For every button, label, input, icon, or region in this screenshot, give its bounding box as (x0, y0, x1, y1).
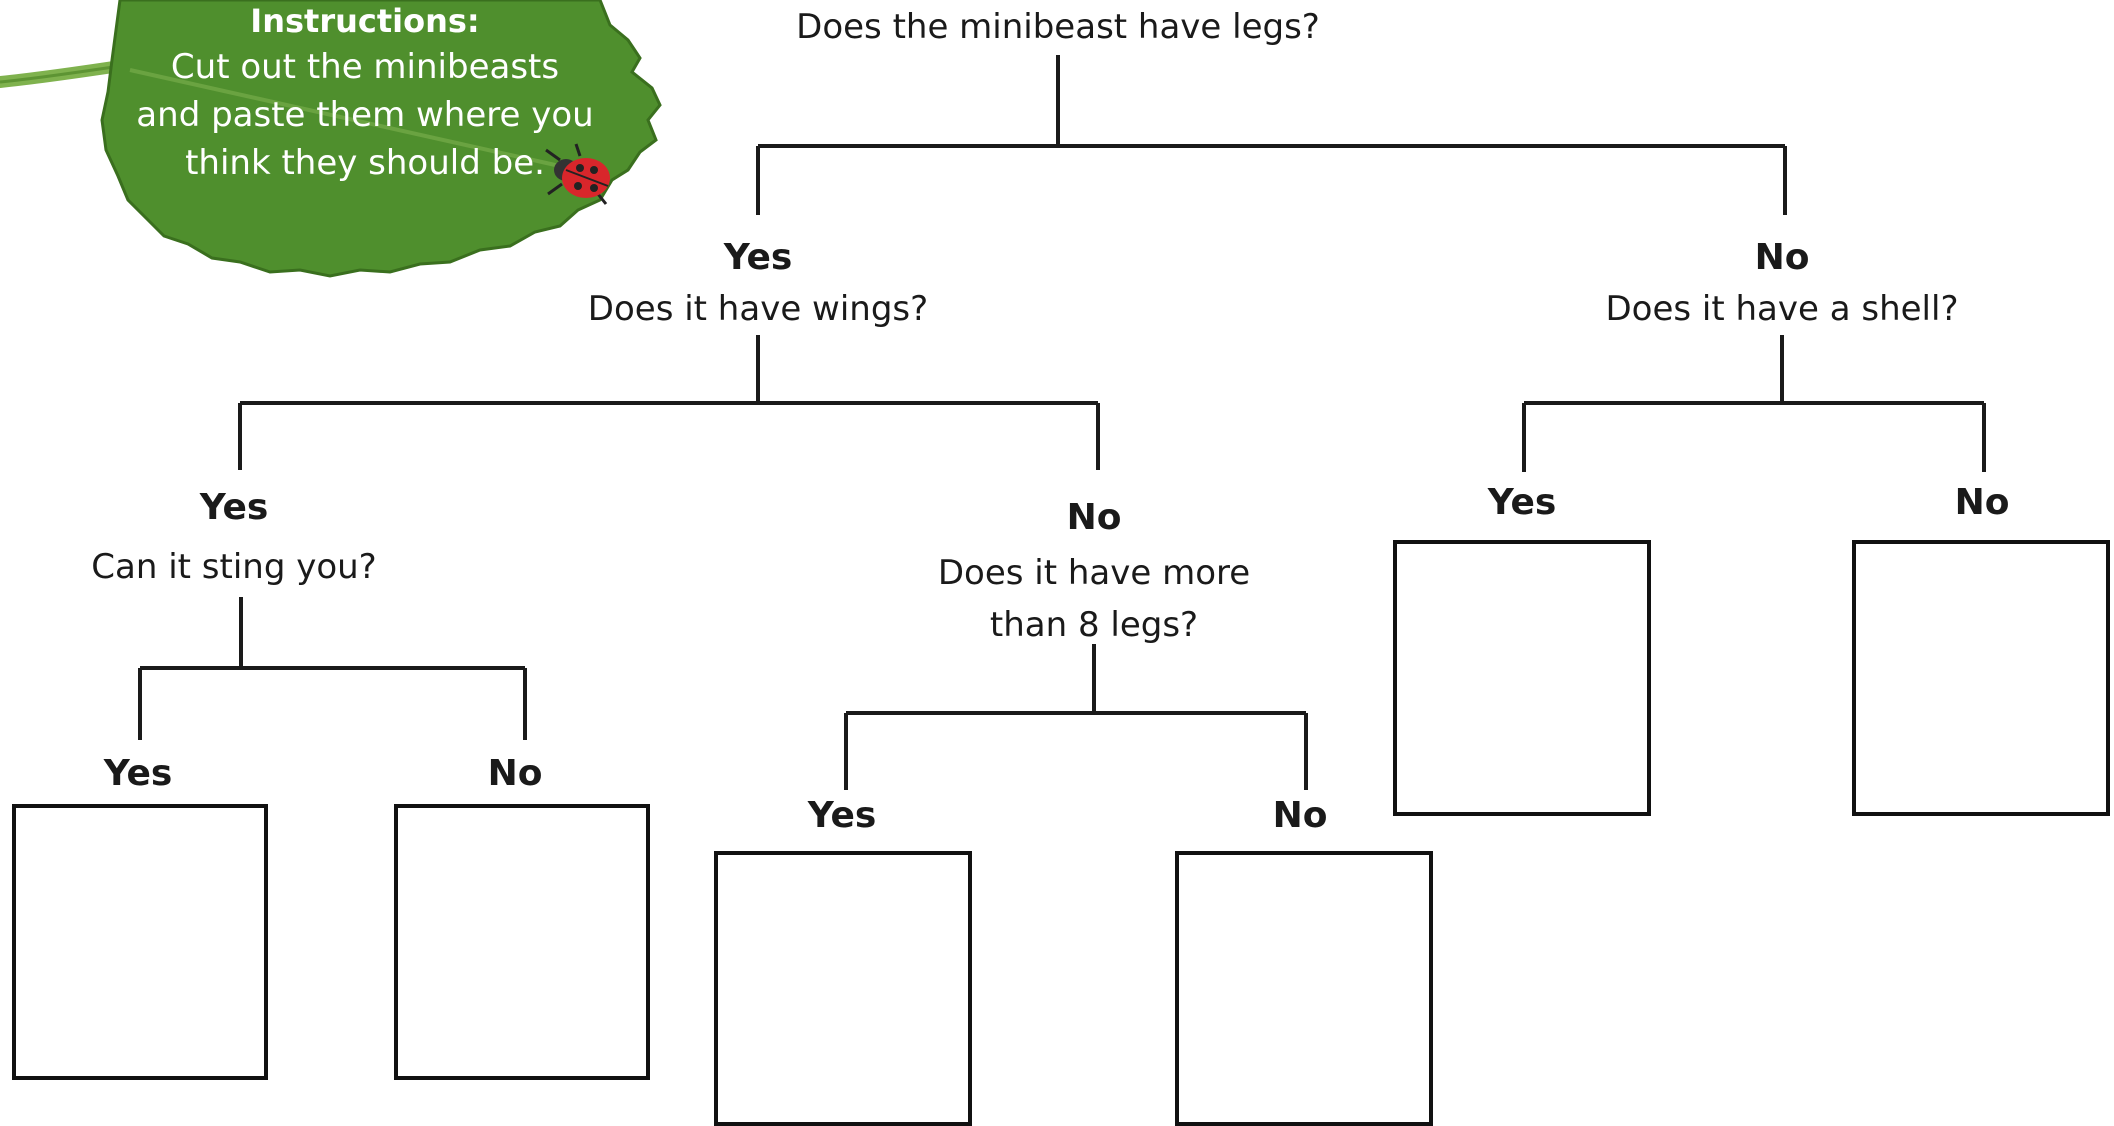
instructions-line-3: think they should be. (185, 143, 545, 183)
answer-no-more-legs: No (1272, 795, 1328, 836)
answer-yes-more-legs: Yes (807, 795, 877, 836)
question-more-legs-line-1: Does it have more (937, 553, 1251, 593)
question-more-legs-line-2: than 8 legs? (989, 605, 1199, 645)
paste-box-no-sting[interactable] (394, 804, 650, 1080)
leaf-illustration (0, 0, 662, 278)
paste-box-more-than-8-legs[interactable] (714, 851, 972, 1126)
answer-yes-legs: Yes (723, 237, 793, 278)
answer-no-sting: No (487, 753, 543, 794)
paste-box-stings[interactable] (12, 804, 268, 1080)
answer-no-shell: No (1954, 482, 2010, 523)
paste-box-no-shell[interactable] (1852, 540, 2110, 816)
instructions-line-2: and paste them where you (136, 95, 594, 135)
paste-box-8-or-fewer-legs[interactable] (1175, 851, 1433, 1126)
answer-yes-shell: Yes (1487, 482, 1557, 523)
paste-box-has-shell[interactable] (1393, 540, 1651, 816)
instructions-title: Instructions: (250, 2, 480, 40)
question-wings: Does it have wings? (587, 289, 929, 329)
root-question: Does the minibeast have legs? (796, 7, 1320, 47)
question-sting: Can it sting you? (91, 547, 377, 587)
answer-yes-sting: Yes (103, 753, 173, 794)
answer-no-wings: No (1066, 497, 1122, 538)
question-shell: Does it have a shell? (1605, 289, 1959, 329)
ladybird-icon (545, 143, 610, 205)
answer-no-legs: No (1754, 237, 1810, 278)
answer-yes-wings: Yes (199, 487, 269, 528)
instructions-line-1: Cut out the minibeasts (170, 47, 560, 87)
